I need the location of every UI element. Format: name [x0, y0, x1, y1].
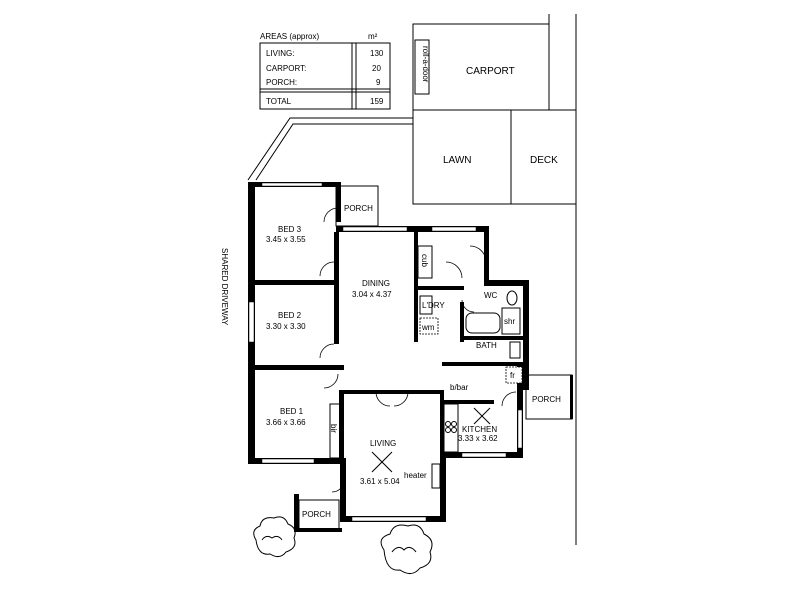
- porch-bottom: [294, 494, 342, 532]
- room-name: BATH: [476, 341, 497, 350]
- areas-total-value: 159: [370, 97, 384, 106]
- room-size: 3.33 x 3.62: [458, 434, 498, 443]
- door-swing: [393, 391, 409, 407]
- tree-icon: [253, 516, 296, 558]
- vanity: [509, 341, 521, 359]
- door-swing: [469, 245, 487, 263]
- room-size: 3.30 x 3.30: [266, 322, 306, 331]
- door-swing: [323, 207, 339, 223]
- door-swing: [331, 479, 345, 493]
- tree-icon: [380, 524, 433, 574]
- fixtures: cub wm shr fr bir heater b/bar: [329, 245, 523, 489]
- window: [261, 458, 315, 464]
- room-name: LIVING: [370, 439, 396, 448]
- window: [248, 301, 255, 343]
- built-in-robe: [329, 403, 341, 459]
- areas-row-label: LIVING:: [266, 49, 294, 58]
- areas-total-label: TOTAL: [266, 97, 292, 106]
- carport-label: CARPORT: [466, 66, 515, 77]
- site-outline: roll-a-door CARPORT LAWN DECK SHARED DRI…: [220, 14, 577, 545]
- cooktop-burner: [445, 421, 451, 427]
- door-swing: [375, 391, 391, 407]
- lawn-deck-outline: [412, 109, 577, 205]
- areas-table-border: [259, 42, 391, 110]
- room-name: PORCH: [344, 204, 373, 213]
- room-name: KITCHEN: [462, 425, 497, 434]
- roll-a-door-label: roll-a-door: [421, 46, 430, 83]
- room-size: 3.61 x 5.04: [360, 477, 400, 486]
- cooktop-burner: [451, 421, 457, 427]
- toilet-icon: [506, 290, 518, 306]
- window: [351, 516, 427, 522]
- bathtub: [465, 312, 501, 334]
- room-name: L'DRY: [422, 301, 445, 310]
- washing-machine: [419, 317, 439, 335]
- room-size: 3.66 x 3.66: [266, 418, 306, 427]
- bir-label: bir: [329, 424, 338, 433]
- areas-row-label: PORCH:: [266, 78, 297, 87]
- door-swing: [461, 299, 475, 313]
- areas-row-value: 9: [376, 78, 381, 87]
- doors: [319, 207, 517, 493]
- exterior-walls: [248, 182, 529, 522]
- lawn-label: LAWN: [443, 155, 472, 166]
- window: [517, 409, 523, 449]
- fr-label: fr: [510, 371, 515, 380]
- door-swing: [319, 343, 335, 359]
- kitchen-bench: [443, 403, 459, 453]
- room-size: 3.45 x 3.55: [266, 235, 306, 244]
- areas-row-value: 20: [372, 64, 381, 73]
- interior-walls: [248, 232, 523, 462]
- areas-row-label: CARPORT:: [266, 64, 306, 73]
- cupboard: [417, 245, 433, 279]
- cooktop-burner: [445, 427, 451, 433]
- window: [431, 226, 477, 232]
- door-swing: [323, 373, 339, 389]
- room-name: BED 2: [278, 311, 302, 320]
- room-size: 3.04 x 4.37: [352, 290, 392, 299]
- areas-table: AREAS (approx) m² LIVING: 130 CARPORT: 2…: [259, 32, 391, 110]
- shr-label: shr: [504, 317, 515, 326]
- room-name: PORCH: [532, 395, 561, 404]
- driveway-label: SHARED DRIVEWAY: [220, 248, 229, 326]
- bbar-label: b/bar: [450, 383, 469, 392]
- door-swing: [319, 261, 335, 277]
- room-name: DINING: [362, 279, 390, 288]
- room-name: WC: [484, 291, 498, 300]
- deck-label: DECK: [530, 155, 558, 166]
- door-swing: [445, 261, 463, 279]
- areas-row-value: 130: [370, 49, 384, 58]
- room-name: BED 3: [278, 225, 302, 234]
- areas-unit: m²: [368, 32, 378, 41]
- window: [342, 226, 408, 232]
- heater-label: heater: [404, 471, 427, 480]
- heater: [431, 463, 441, 489]
- roll-a-door-box: [414, 39, 430, 95]
- room-labels: BED 3 3.45 x 3.55 BED 2 3.30 x 3.30 BED …: [266, 204, 561, 519]
- room-name: PORCH: [302, 510, 331, 519]
- cub-label: cub: [420, 254, 429, 267]
- room-name: BED 1: [280, 407, 304, 416]
- laundry-tub: [419, 295, 433, 315]
- shower: [501, 307, 521, 335]
- window: [461, 452, 507, 458]
- cooktop-burner: [451, 427, 457, 433]
- window: [261, 182, 323, 187]
- fridge: [505, 366, 523, 384]
- door-swing: [501, 391, 517, 407]
- wm-label: wm: [421, 323, 435, 332]
- areas-header: AREAS (approx): [260, 32, 319, 41]
